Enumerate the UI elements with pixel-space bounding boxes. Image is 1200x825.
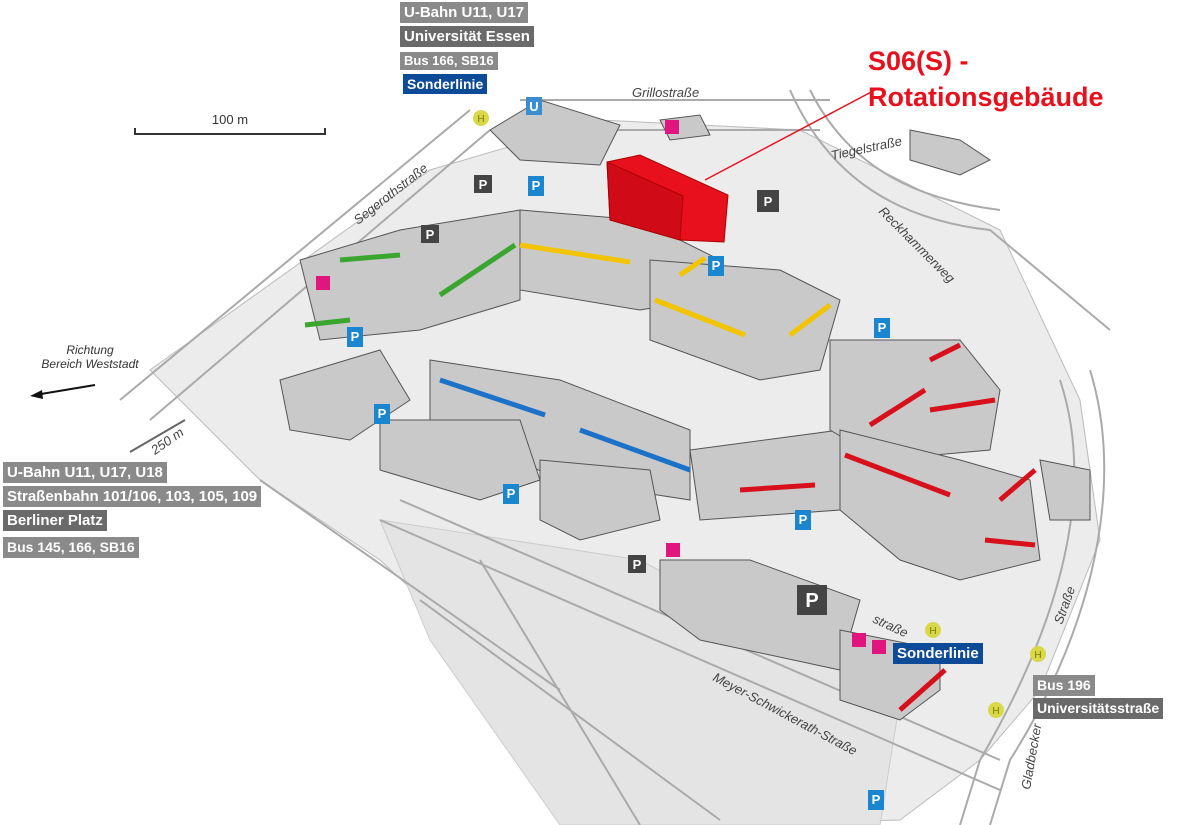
bus-stop-icon: H — [988, 702, 1004, 718]
transit-east-stop: Universitätsstraße — [1033, 698, 1164, 719]
parking-icons: P P P P P P P P P P P P P U — [347, 97, 890, 810]
svg-text:H: H — [929, 626, 936, 637]
transit-west-bus: Bus 145, 166, SB16 — [3, 537, 139, 558]
svg-text:P: P — [532, 178, 541, 193]
transit-west-tram: Straßenbahn 101/106, 103, 105, 109 — [3, 486, 262, 507]
building-stripes — [304, 242, 1037, 712]
svg-text:U: U — [529, 99, 538, 114]
scale-label: 100 m — [212, 112, 248, 127]
transit-east-bus: Bus 196 — [1033, 675, 1095, 696]
transit-north-ubahn: U-Bahn U11, U17 — [400, 2, 529, 23]
direction-line2: Bereich Weststadt — [41, 357, 139, 371]
parking-icon: P — [474, 175, 492, 193]
svg-text:P: P — [633, 557, 642, 572]
parking-icon-blue: P — [708, 256, 724, 276]
svg-text:P: P — [805, 590, 818, 612]
accessible-icons — [316, 120, 886, 654]
buildings — [279, 99, 1091, 721]
title-line1: S06(S) - — [868, 46, 969, 76]
transit-north-sonderlinie: Sonderlinie — [403, 74, 488, 94]
distance-arrow-icon — [129, 419, 186, 453]
parking-icon-blue: P — [347, 327, 363, 347]
transit-west-ubahn: U-Bahn U11, U17, U18 — [3, 462, 167, 483]
transit-west-stop: Berliner Platz — [3, 510, 107, 531]
bus-stop-icons: H H H H — [473, 110, 1046, 718]
svg-text:P: P — [764, 194, 773, 209]
direction-arrow-icon — [34, 384, 96, 396]
transit-south-sonderlinie: Sonderlinie — [893, 643, 983, 664]
parking-icon: P — [421, 225, 439, 243]
svg-text:P: P — [507, 486, 516, 501]
direction-note: Richtung Bereich Weststadt — [5, 343, 175, 371]
bus-stop-icon: H — [1030, 646, 1046, 662]
svg-text:P: P — [712, 258, 721, 273]
parking-icon-blue: P — [874, 318, 890, 338]
scale-bar — [134, 128, 326, 135]
ubahn-icon: U — [526, 97, 542, 115]
svg-text:H: H — [1034, 650, 1041, 661]
svg-text:P: P — [799, 512, 808, 527]
title-line2: Rotationsgebäude — [868, 82, 1104, 112]
svg-text:H: H — [477, 114, 484, 125]
transit-north-stop: Universität Essen — [400, 26, 534, 47]
parking-icon: P — [757, 190, 779, 212]
title-pointer-line — [704, 89, 876, 181]
svg-text:P: P — [426, 227, 435, 242]
svg-text:P: P — [872, 792, 881, 807]
svg-text:P: P — [878, 320, 887, 335]
street-grillostrasse: Grillostraße — [632, 85, 699, 100]
svg-text:P: P — [351, 329, 360, 344]
parking-icon-blue: P — [374, 404, 390, 424]
svg-text:P: P — [479, 177, 488, 192]
parking-icon: P — [628, 555, 646, 573]
parking-icon-blue: P — [528, 176, 544, 196]
transit-north-bus: Bus 166, SB16 — [400, 52, 498, 70]
parking-icon-blue: P — [868, 790, 884, 810]
svg-text:H: H — [992, 706, 999, 717]
bus-stop-icon: H — [925, 622, 941, 638]
rotationsgebaeude-building[interactable] — [606, 154, 729, 243]
parking-icon-blue: P — [503, 484, 519, 504]
parking-icon: P — [797, 585, 827, 615]
parking-icon-blue: P — [795, 510, 811, 530]
svg-text:P: P — [378, 406, 387, 421]
direction-line1: Richtung — [66, 343, 114, 357]
street-tiegelstrasse: Tiegelstraße — [830, 133, 904, 163]
bus-stop-icon: H — [473, 110, 489, 126]
street-gladbecker: Gladbecker — [1018, 722, 1044, 791]
